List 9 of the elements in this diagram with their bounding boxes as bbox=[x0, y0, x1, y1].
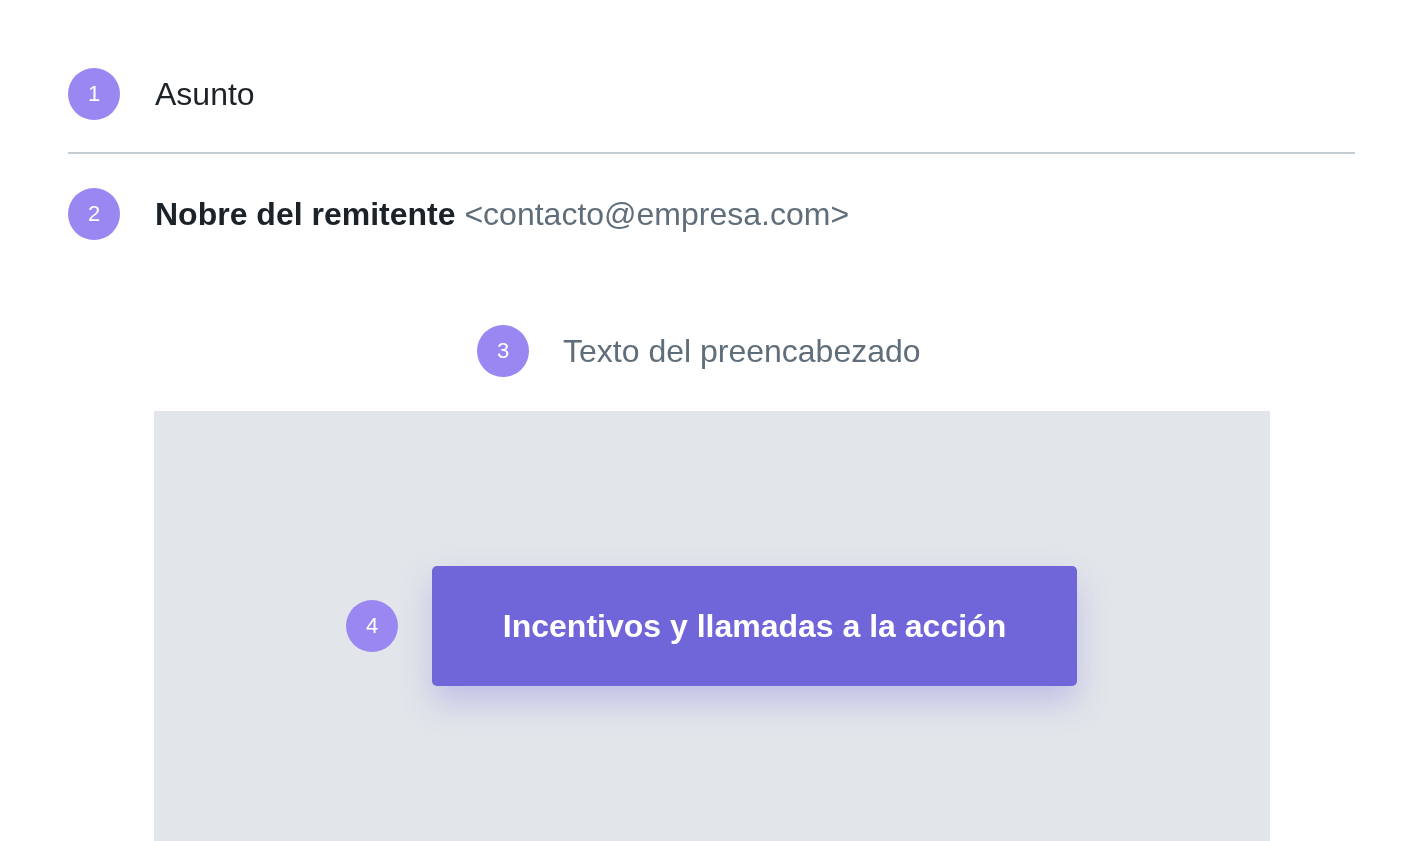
email-body-panel bbox=[154, 411, 1270, 841]
callout-number: 1 bbox=[68, 68, 120, 120]
cta-button: Incentivos y llamadas a la acción bbox=[432, 566, 1077, 686]
callout-number: 3 bbox=[477, 325, 529, 377]
callout-number: 2 bbox=[68, 188, 120, 240]
callout-number: 4 bbox=[346, 600, 398, 652]
sender-text: Nobre del remitente <contacto@empresa.com> bbox=[155, 195, 850, 233]
subject-text: Asunto bbox=[155, 75, 255, 113]
preheader-text: Texto del preencabezado bbox=[563, 332, 921, 370]
